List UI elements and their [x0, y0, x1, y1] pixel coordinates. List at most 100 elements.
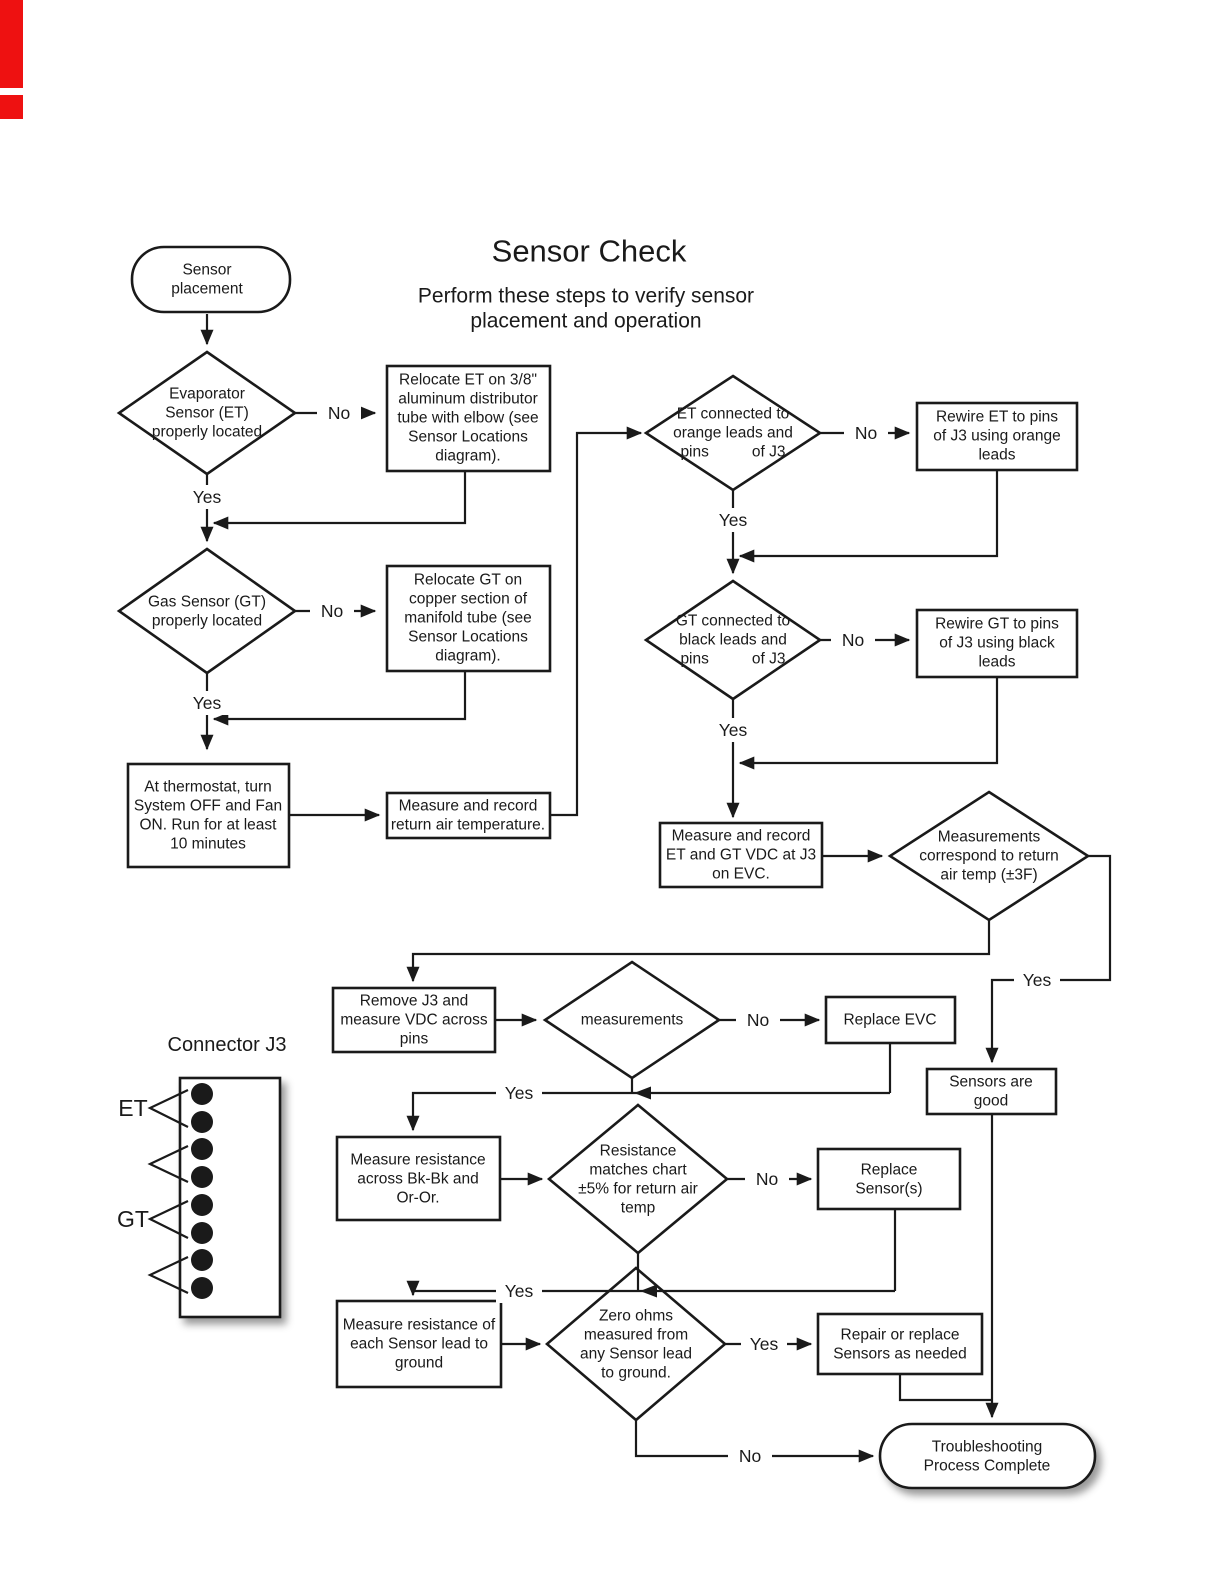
node-text: leads — [978, 654, 1015, 671]
node-text: Sensors are — [949, 1074, 1033, 1091]
edge-rewire-gt-return — [738, 677, 999, 770]
node-gt-located-decision — [116, 547, 298, 675]
node-text: properly located — [152, 613, 262, 630]
edge-merge-to-resistance — [406, 1091, 890, 1132]
yes-label: Yes — [750, 1334, 779, 1354]
node-text: properly located — [152, 424, 262, 441]
node-text: measure VDC across — [340, 1012, 488, 1029]
label-bg — [310, 599, 354, 623]
page-title: Sensor Check — [492, 234, 687, 269]
node-text: manifold tube (see — [404, 610, 532, 627]
node-text: Measure resistance — [350, 1152, 485, 1169]
node-text: Measure and record — [399, 798, 538, 815]
no-label: No — [747, 1010, 769, 1030]
node-text: placement — [171, 281, 243, 298]
label-bg — [710, 508, 756, 532]
label-bg — [745, 1167, 789, 1191]
label-bg — [710, 718, 756, 742]
label-bg — [844, 421, 888, 445]
pin-dot — [191, 1083, 213, 1105]
label-bg — [736, 1008, 780, 1032]
no-label: No — [756, 1169, 778, 1189]
node-text: good — [974, 1093, 1008, 1110]
connector-j3-diagram: Connector J3 ET GT — [117, 1034, 286, 1319]
node-text: each Sensor lead to — [350, 1336, 488, 1353]
node-text: pins of J3 — [680, 651, 785, 668]
pin-dot — [191, 1111, 213, 1133]
node-text: Remove J3 and — [360, 993, 469, 1010]
node-remove-j3-process — [331, 986, 497, 1054]
node-text: tube with elbow (see — [397, 410, 538, 427]
node-text: GT connected to — [676, 613, 790, 630]
node-text: System OFF and Fan — [134, 798, 282, 815]
node-text: Repair or replace — [841, 1327, 960, 1344]
node-text: measurements — [581, 1012, 684, 1029]
no-label: No — [842, 630, 864, 650]
node-text: Process Complete — [924, 1458, 1051, 1475]
no-label: No — [321, 601, 343, 621]
node-measure-return-air-process — [385, 791, 552, 840]
node-text: diagram). — [435, 648, 500, 665]
node-text: Sensors as needed — [833, 1346, 967, 1363]
page-subtitle-line1: Perform these steps to verify sensor — [418, 285, 754, 308]
edge-repair-to-complete — [898, 1374, 992, 1402]
node-text: Resistance — [600, 1143, 677, 1160]
node-text: ±5% for return air — [578, 1181, 698, 1198]
node-text: Replace — [861, 1162, 918, 1179]
node-text: temp — [621, 1200, 655, 1217]
node-rewire-et-process — [915, 401, 1079, 472]
node-text: Replace EVC — [843, 1012, 936, 1029]
label-bg — [496, 1081, 542, 1105]
node-text: ET connected to — [677, 406, 790, 423]
edge-labels: No Yes No Yes No Yes No Yes Yes No Yes N… — [184, 401, 1060, 1468]
page-subtitle-line2: placement and operation — [470, 310, 701, 333]
node-text: Sensor Locations — [408, 429, 528, 446]
node-repair-sensors-process — [816, 1312, 984, 1376]
node-start-terminator — [130, 245, 292, 314]
node-replace-sensors-process — [816, 1147, 962, 1211]
node-relocate-gt-process — [385, 564, 552, 673]
pin-pair-bracket — [147, 1256, 189, 1294]
label-bg — [728, 1444, 772, 1468]
node-text: leads — [978, 447, 1015, 464]
yes-label: Yes — [193, 487, 222, 507]
node-text: any Sensor lead — [580, 1346, 692, 1363]
node-text: Troubleshooting — [932, 1439, 1043, 1456]
edge-relocate-et-return — [212, 471, 467, 530]
node-text: of J3 using orange — [933, 428, 1061, 445]
merge-arrowhead — [634, 1086, 651, 1100]
node-complete-terminator — [878, 1422, 1097, 1490]
connector-gt-label: GT — [117, 1206, 149, 1232]
node-text: Gas Sensor (GT) — [148, 594, 266, 611]
node-text: ON. Run for at least — [140, 817, 278, 834]
node-relocate-et-process — [385, 364, 552, 473]
node-text: Measure and record — [672, 828, 811, 845]
node-text: ground — [395, 1355, 443, 1372]
pin-pair-bracket — [147, 1145, 189, 1183]
edge-correspond-no — [406, 920, 991, 983]
node-text: 10 minutes — [170, 836, 246, 853]
node-text: Measurements — [938, 829, 1041, 846]
node-text: orange leads and — [673, 425, 793, 442]
no-label: No — [328, 403, 350, 423]
yes-label: Yes — [505, 1083, 534, 1103]
node-text: Relocate ET on 3/8" — [399, 372, 537, 389]
edge-measure-to-et-connected — [550, 426, 643, 817]
node-text: Zero ohms — [599, 1308, 673, 1325]
yes-label: Yes — [719, 720, 748, 740]
pin-dot — [191, 1194, 213, 1216]
pin-dot — [191, 1277, 213, 1299]
node-text: air temp (±3F) — [940, 867, 1037, 884]
node-text: Sensor — [182, 262, 231, 279]
node-text: Sensor Locations — [408, 629, 528, 646]
no-label: No — [855, 423, 877, 443]
node-measure-ground-process — [335, 1299, 503, 1389]
node-rewire-gt-process — [915, 608, 1079, 679]
node-text: pins — [400, 1031, 429, 1048]
node-text: on EVC. — [712, 866, 770, 883]
label-bg — [184, 691, 230, 715]
label-bg — [317, 401, 361, 425]
yes-label: Yes — [1023, 970, 1052, 990]
node-text: Or-Or. — [396, 1190, 439, 1207]
